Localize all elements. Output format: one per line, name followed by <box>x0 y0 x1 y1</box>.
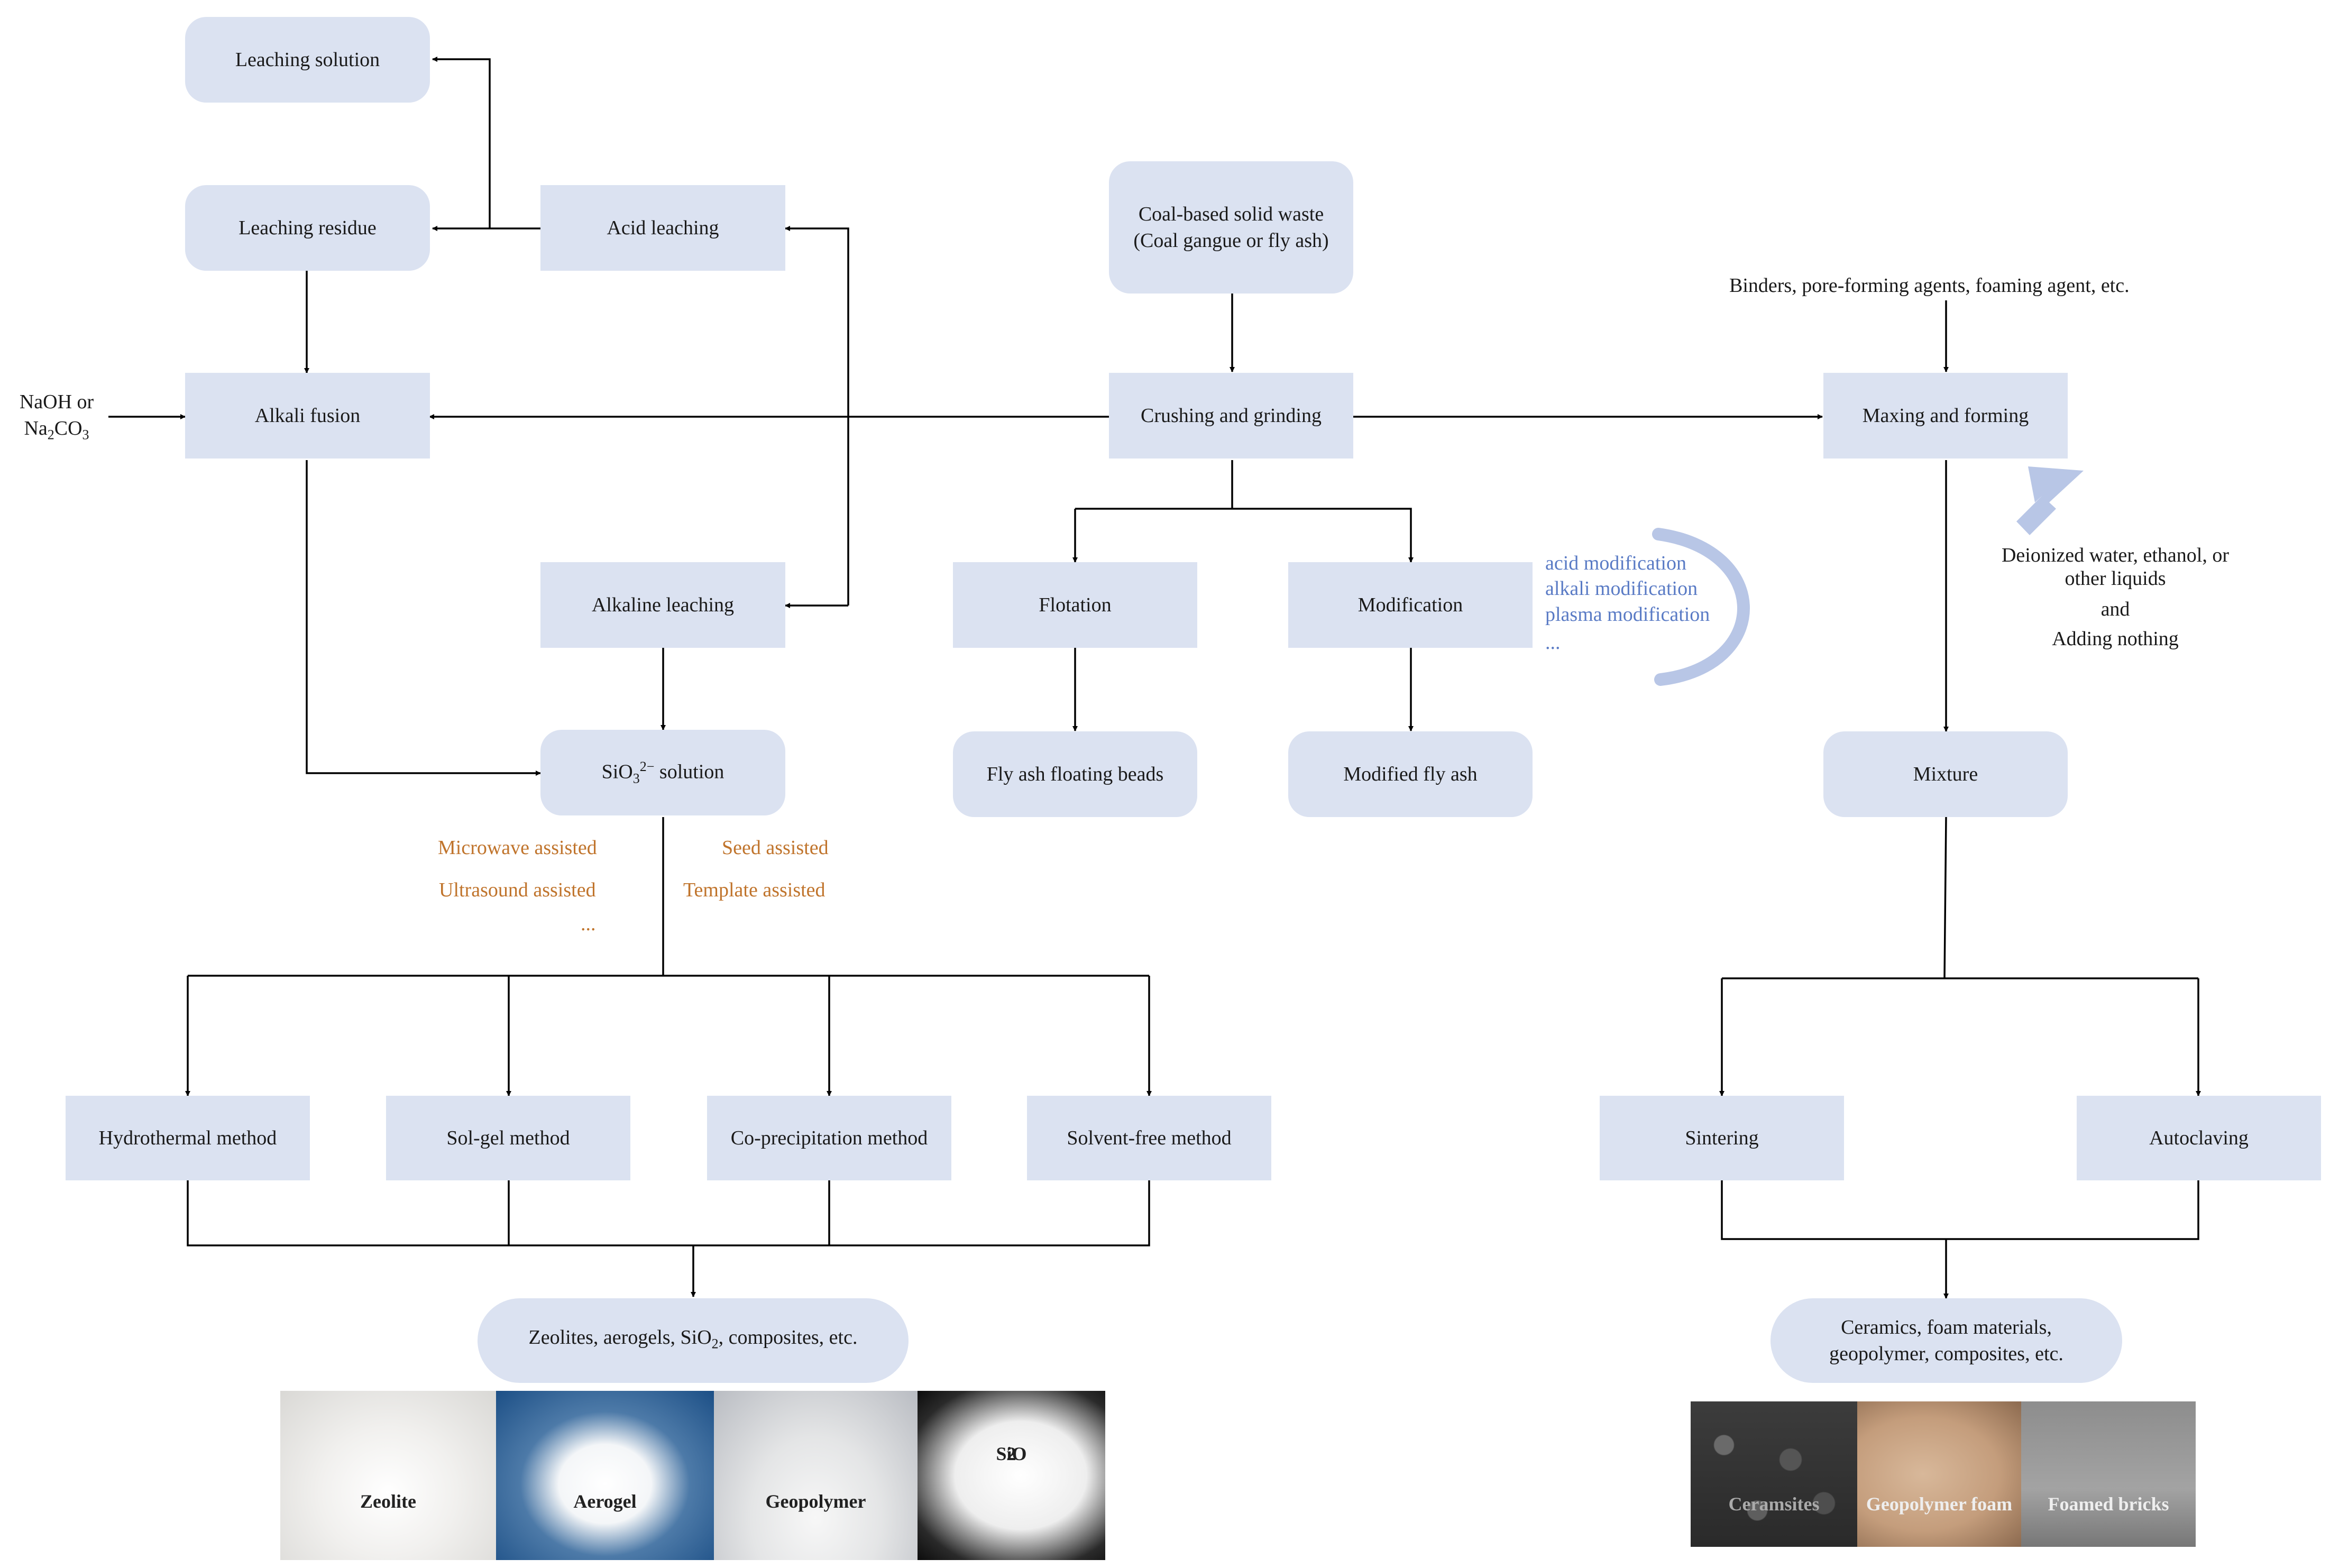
node-acid-leaching: Acid leaching <box>540 185 785 271</box>
label-plasma-modification: plasma modification <box>1545 603 1710 626</box>
node-label: Leaching solution <box>235 49 380 71</box>
node-label-line2: (Coal gangue or fly ash) <box>1133 230 1329 252</box>
deionized-line1: Deionized water, ethanol, or <box>2001 544 2230 566</box>
label-acid-modification: acid modification <box>1545 552 1686 574</box>
line-right-collect <box>1721 1180 2199 1240</box>
label-ellipsis-left: ... <box>581 913 596 935</box>
node-hydrothermal: Hydrothermal method <box>66 1096 310 1180</box>
node-label-line1: Coal-based solid waste <box>1138 203 1324 225</box>
liquid-addition-arrow <box>2016 466 2084 535</box>
node-label: Modified fly ash <box>1343 763 1478 785</box>
node-label: Solvent-free method <box>1067 1127 1232 1149</box>
node-label: Fly ash floating beads <box>986 763 1164 785</box>
node-maxing-forming: Maxing and forming <box>1823 373 2068 459</box>
node-alkali-fusion: Alkali fusion <box>185 373 430 459</box>
node-coal-waste: Coal-based solid waste (Coal gangue or f… <box>1109 161 1353 294</box>
node-solgel: Sol-gel method <box>386 1096 630 1180</box>
line-methods-collect <box>187 1180 1150 1246</box>
label-ultrasound: Ultrasound assisted <box>439 879 596 901</box>
label-deionized: Deionized water, ethanol, or other liqui… <box>1957 542 2274 652</box>
node-label: Autoclaving <box>2149 1127 2249 1149</box>
node-modified-fly-ash: Modified fly ash <box>1288 731 1533 817</box>
photo-caption: Geopolymer foam <box>1866 1493 2013 1515</box>
node-products-right: Ceramics, foam materials, geopolymer, co… <box>1771 1298 2122 1383</box>
node-solvent-free: Solvent-free method <box>1027 1096 1271 1180</box>
node-label: Flotation <box>1039 594 1112 616</box>
node-leaching-residue: Leaching residue <box>185 185 430 271</box>
node-label-line2: geopolymer, composites, etc. <box>1829 1343 2063 1365</box>
deionized-line2: other liquids <box>2065 567 2166 590</box>
node-sio3-solution: SiO32− solution <box>540 730 785 815</box>
photo-caption: Geopolymer <box>765 1491 866 1512</box>
arrow-to-modification <box>1075 508 1414 563</box>
deionized-line3: and <box>2100 598 2130 620</box>
label-binders: Binders, pore-forming agents, foaming ag… <box>1729 274 2130 297</box>
naoh-label: NaOH or Na2CO3 <box>12 389 102 448</box>
photo-caption: Foamed bricks <box>2048 1493 2169 1515</box>
node-label: Leaching residue <box>238 217 377 239</box>
node-label-line1: Ceramics, foam materials, <box>1841 1316 2052 1338</box>
node-label: Zeolites, aerogels, SiO2, composites, et… <box>528 1326 858 1352</box>
node-mixture: Mixture <box>1823 731 2068 817</box>
node-coprecipitation: Co-precipitation method <box>707 1096 951 1180</box>
node-label: Sol-gel method <box>446 1127 570 1149</box>
line-mixture-down <box>1943 817 1947 979</box>
node-label: Maxing and forming <box>1862 405 2029 427</box>
node-alkaline-leaching: Alkaline leaching <box>540 562 785 648</box>
photo-ceramsites: Ceramsites <box>1691 1401 1857 1547</box>
modification-arc <box>1652 528 1750 686</box>
node-label: Hydrothermal method <box>98 1127 277 1149</box>
naoh-text: NaOH or <box>19 391 94 413</box>
node-label: SiO32− solution <box>601 758 724 786</box>
arrow-fusion-to-sio3 <box>306 460 541 776</box>
photo-zeolite: Zeolite <box>280 1391 496 1560</box>
node-flotation: Flotation <box>953 562 1197 648</box>
node-label: Modification <box>1357 594 1463 616</box>
photo-geopolymer: Geopolymer <box>714 1391 918 1560</box>
node-label: Alkaline leaching <box>591 594 735 616</box>
node-label: Mixture <box>1913 763 1978 785</box>
photo-caption: Ceramsites <box>1728 1493 1820 1515</box>
deionized-line4: Adding nothing <box>2052 628 2179 650</box>
photo-geopolymer-foam: Geopolymer foam <box>1857 1401 2021 1547</box>
label-ellipsis-modification: ... <box>1545 631 1561 654</box>
node-label: Sintering <box>1685 1127 1759 1149</box>
label-template: Template assisted <box>683 879 825 901</box>
photo-caption: Zeolite <box>360 1491 416 1512</box>
arrow-acid-to-solution <box>432 57 491 228</box>
node-label: Alkali fusion <box>254 405 361 427</box>
photo-caption: Aerogel <box>573 1491 637 1512</box>
arrow-bracket-to-acid <box>785 226 849 606</box>
photo-aerogel: Aerogel <box>496 1391 714 1560</box>
node-autoclaving: Autoclaving <box>2077 1096 2321 1180</box>
label-microwave: Microwave assisted <box>438 837 597 859</box>
node-products-left: Zeolites, aerogels, SiO2, composites, et… <box>478 1298 909 1383</box>
photo-foamed-bricks: Foamed bricks <box>2021 1401 2196 1547</box>
node-label: Co-precipitation method <box>730 1127 928 1149</box>
node-label: Acid leaching <box>607 217 719 239</box>
node-crushing-grinding: Crushing and grinding <box>1109 373 1353 459</box>
node-sintering: Sintering <box>1600 1096 1844 1180</box>
node-leaching-solution: Leaching solution <box>185 17 430 103</box>
na2co3-text: Na2CO3 <box>24 417 89 443</box>
node-modification: Modification <box>1288 562 1533 648</box>
label-seed: Seed assisted <box>722 837 829 859</box>
node-label: Crushing and grinding <box>1141 405 1322 427</box>
label-alkali-modification: alkali modification <box>1545 577 1698 600</box>
node-fly-ash-floating-beads: Fly ash floating beads <box>953 731 1197 817</box>
